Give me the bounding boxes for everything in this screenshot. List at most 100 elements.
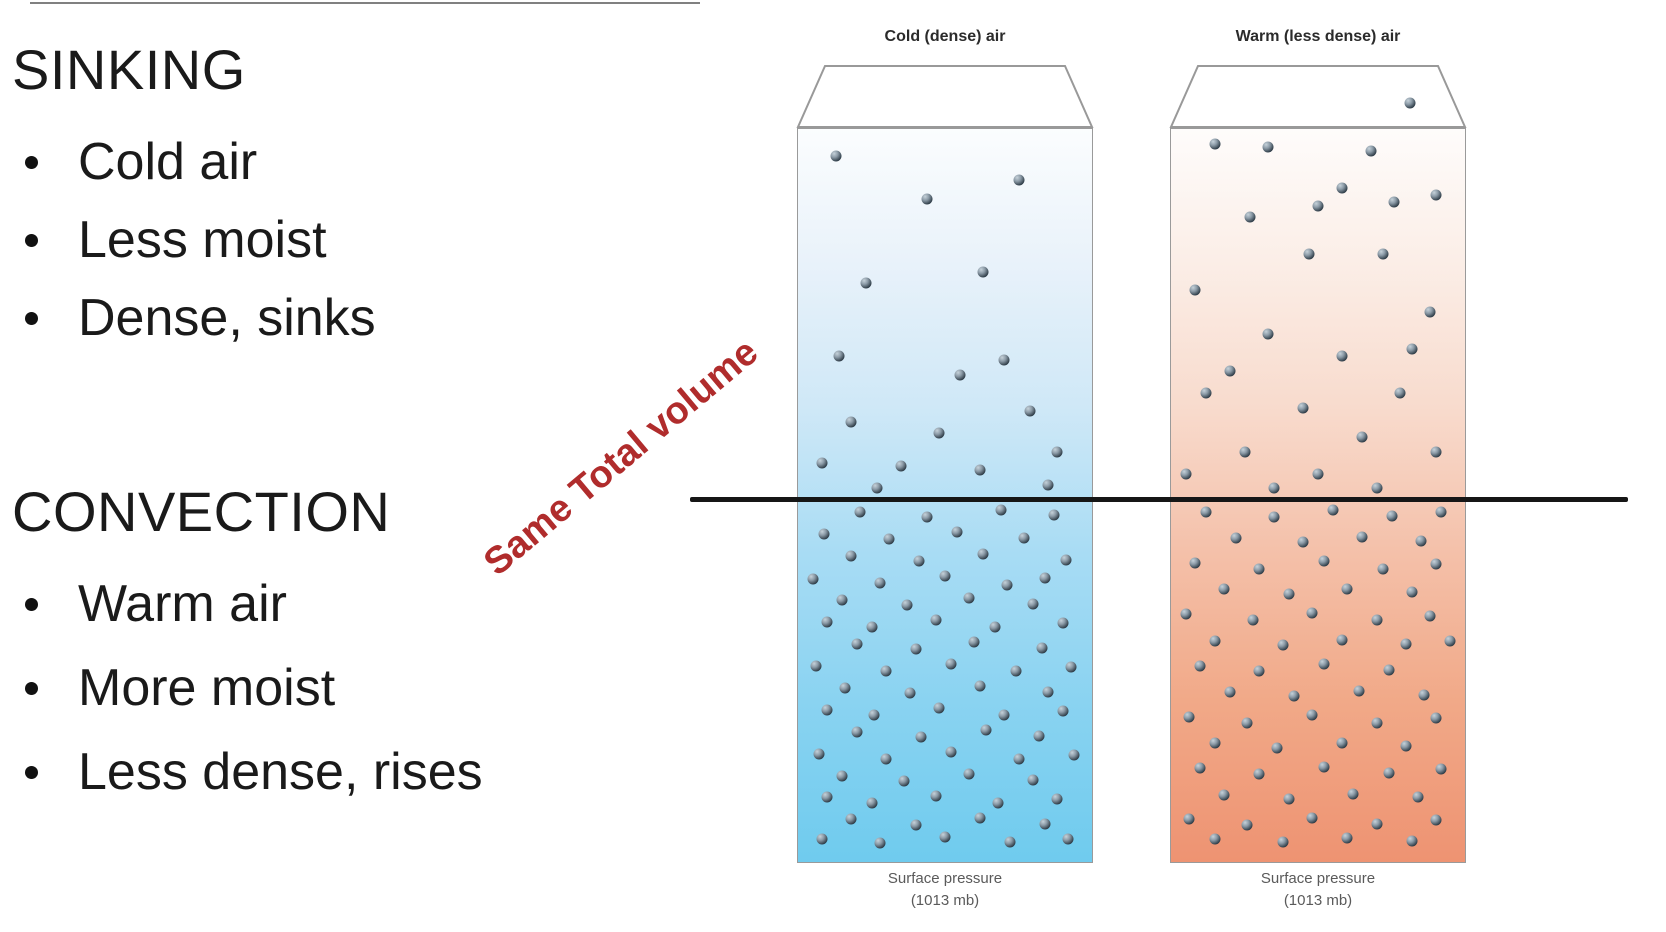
bullet-icon [25,233,38,247]
air-molecule [933,702,945,714]
air-molecule [1371,717,1383,729]
air-molecule [933,427,945,439]
warm-surface-pressure-label: Surface pressure [1260,870,1376,887]
warm-column-top-label: Warm (less dense) air [1235,28,1401,45]
air-molecule [974,680,986,692]
air-molecule [1297,402,1309,414]
air-molecule [1377,563,1389,575]
bullet-icon [25,311,38,325]
air-molecule [1312,468,1324,479]
air-molecule [1068,749,1080,761]
air-molecule [1004,836,1016,848]
air-molecule [1430,712,1442,724]
air-molecule [1430,814,1442,826]
air-molecule [871,482,883,494]
air-molecule [921,511,933,523]
air-molecule [1051,446,1063,458]
column-cold-lid [796,64,1094,129]
air-molecule [1013,174,1024,186]
air-molecule [1218,789,1230,801]
air-molecule [1027,598,1039,610]
air-molecule [995,504,1007,516]
cold-column-bottom-label: Surface pressure (1013 mb) [797,868,1093,912]
air-molecule [1180,608,1192,620]
sinking-bullet-2: Less moist [12,209,376,271]
air-molecule [910,643,922,655]
air-molecule [939,831,951,843]
air-molecule [1268,511,1280,523]
air-molecule [1394,387,1406,399]
air-molecule [1183,711,1195,723]
air-molecule [836,770,848,781]
air-molecule [1262,328,1274,340]
air-molecule [1209,635,1221,647]
bullet-icon [25,681,38,695]
air-molecule [1312,200,1324,212]
cold-column-lid-shape [796,65,1094,128]
cold-column-top-label: Cold (dense) air [884,28,1006,45]
cold-surface-pressure-value: (1013 mb) [910,892,980,909]
air-molecule [974,464,986,476]
air-molecule [930,790,942,802]
air-molecule [1406,343,1418,355]
convection-bullet-3: Less dense, rises [12,741,483,803]
air-molecule [860,277,872,289]
air-molecule [1327,504,1339,516]
air-molecule [945,746,957,758]
equal-volume-level-line [690,497,1628,502]
air-molecule [807,573,819,585]
air-molecule [1253,665,1265,677]
air-molecule [1024,405,1036,417]
air-molecule [915,731,927,743]
air-molecule [989,621,1001,633]
air-molecule [954,369,966,381]
cold-surface-pressure-label: Surface pressure [887,870,1003,887]
bullet-icon [25,765,38,779]
air-molecule [1306,607,1318,619]
air-molecule [1194,762,1206,774]
air-molecule [1418,689,1430,701]
air-molecule [1288,690,1300,702]
slide-top-edge-line [30,2,700,4]
air-molecule [1057,705,1069,717]
air-molecule [1039,572,1051,584]
air-molecule [1277,639,1289,651]
air-molecule [1318,761,1330,773]
convection-heading: CONVECTION [12,480,391,543]
air-molecule [1386,510,1397,522]
air-molecule [1057,617,1069,629]
air-molecule [977,548,989,560]
air-molecule [1060,554,1072,566]
air-molecule [866,621,877,633]
air-molecule [845,813,857,825]
air-molecule [1365,145,1377,157]
air-molecule [980,724,992,736]
air-molecule [1297,536,1309,548]
section-convection: CONVECTION Warm air More moist Less dens… [12,478,483,803]
air-molecule [945,658,957,670]
sinking-bullet-3: Dense, sinks [12,287,376,349]
air-molecule [1341,583,1353,595]
air-molecule [851,726,863,738]
air-molecule [1042,479,1054,490]
air-molecule [1371,818,1383,830]
convection-bullet-2: More moist [12,657,483,719]
air-molecule [1253,768,1265,780]
air-molecule [883,533,895,545]
air-molecule [1013,753,1024,765]
air-molecule [968,636,980,648]
air-molecule [1027,774,1039,786]
air-molecule [1180,468,1192,479]
air-molecule [1268,482,1280,494]
air-molecule [1371,614,1383,626]
air-molecule [880,665,892,677]
air-molecule [1383,767,1395,779]
same-total-volume-annotation: Same Total volume [476,330,767,584]
air-molecule [1435,506,1447,518]
air-molecule [1283,588,1295,600]
air-molecule [821,616,833,628]
air-molecule [1230,532,1242,544]
air-molecule [998,709,1010,721]
air-molecule [913,555,925,567]
